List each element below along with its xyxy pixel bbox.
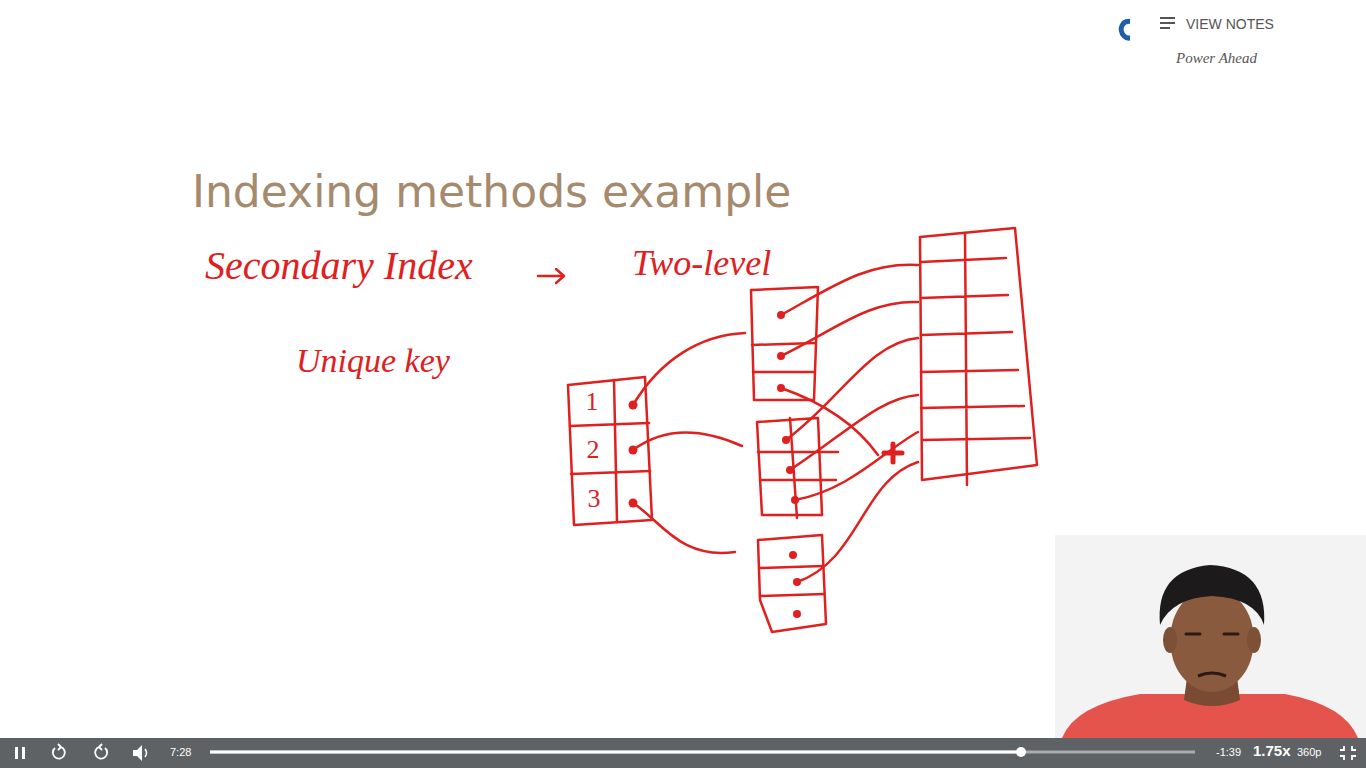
- presenter-eyes: [1186, 633, 1238, 636]
- player-controls: [0, 738, 1366, 768]
- index-block-lines: [758, 418, 838, 518]
- notes-icon-line: [1160, 22, 1175, 24]
- pointer-dot: [793, 610, 801, 618]
- pointer-dot: [782, 436, 790, 444]
- notes-icon-line: [1160, 17, 1175, 19]
- pointer-dots: [629, 311, 802, 618]
- index-key: 1: [586, 388, 599, 417]
- pointer-dot: [777, 352, 785, 360]
- pointer-line: [790, 395, 918, 470]
- pointer-dot: [777, 311, 785, 319]
- pointer-dot: [629, 401, 638, 410]
- fullscreen-icon: [1340, 746, 1356, 760]
- pointer-dot: [629, 446, 638, 455]
- data-file-grid: [921, 233, 1030, 485]
- volume-icon: [145, 749, 147, 757]
- pointer-dot: [789, 551, 797, 559]
- handwritten-note: Two-level: [632, 244, 771, 284]
- pointer-line: [633, 432, 742, 450]
- rewind-icon: [53, 744, 65, 759]
- forward-icon: [95, 744, 107, 759]
- index-block: [751, 287, 818, 400]
- webcam-background: [1055, 535, 1366, 738]
- pointer-dot: [786, 466, 794, 474]
- notes-icon: [1160, 17, 1176, 31]
- pointer-line: [797, 462, 918, 582]
- pause-icon: [22, 747, 25, 759]
- slide-title: Indexing methods example: [192, 168, 791, 216]
- presenter-ear: [1163, 627, 1177, 653]
- pointer-dot: [629, 499, 638, 508]
- pointer-line: [795, 432, 918, 500]
- pointer-dot: [791, 496, 799, 504]
- progress-track: [210, 751, 1195, 754]
- index-key: 3: [588, 485, 601, 514]
- volume-icon: [133, 745, 142, 761]
- control-bar: [0, 738, 1366, 768]
- index-block-lines: [752, 343, 815, 372]
- pointer-line: [781, 265, 918, 315]
- button-label: VIEW NOTES: [1186, 16, 1274, 32]
- presenter-face: [1170, 588, 1254, 692]
- index-block: [758, 535, 826, 632]
- handwritten-note: Secondary Index: [205, 244, 473, 288]
- remaining-time: -1:39: [1216, 746, 1241, 758]
- pointer-dot: [793, 578, 801, 586]
- index-grid: [570, 380, 650, 522]
- progress-knob: [1016, 747, 1026, 757]
- pen-cursor: [884, 444, 902, 462]
- presenter-mustache: [1198, 673, 1226, 676]
- hand-arrow: [538, 269, 564, 283]
- index-table: [568, 377, 652, 525]
- video-quality: 360p: [1297, 746, 1321, 758]
- presenter-webcam: [1055, 535, 1366, 738]
- elapsed-time: 7:28: [170, 746, 191, 758]
- logo-tagline: Power Ahead: [1176, 50, 1257, 67]
- pause-icon: [15, 747, 18, 759]
- pointer-dot: [777, 384, 785, 392]
- pointer-line: [781, 388, 878, 455]
- progress-played: [210, 751, 1020, 754]
- handwriting: [538, 228, 1037, 632]
- playback-speed: 1.75x: [1253, 743, 1291, 760]
- pointer-line: [781, 302, 918, 356]
- notes-icon-line: [1160, 27, 1170, 29]
- pointer-line: [633, 503, 735, 553]
- index-key: 2: [587, 436, 600, 465]
- handwritten-note: Unique key: [296, 342, 450, 379]
- data-file: [920, 228, 1037, 480]
- index-block-lines: [759, 566, 824, 596]
- notes-button: VIEW NOTES: [1130, 0, 1366, 48]
- presenter-ear: [1247, 627, 1261, 653]
- index-block: [757, 418, 822, 515]
- pointer-line: [633, 333, 745, 405]
- presenter-hair: [1160, 565, 1265, 625]
